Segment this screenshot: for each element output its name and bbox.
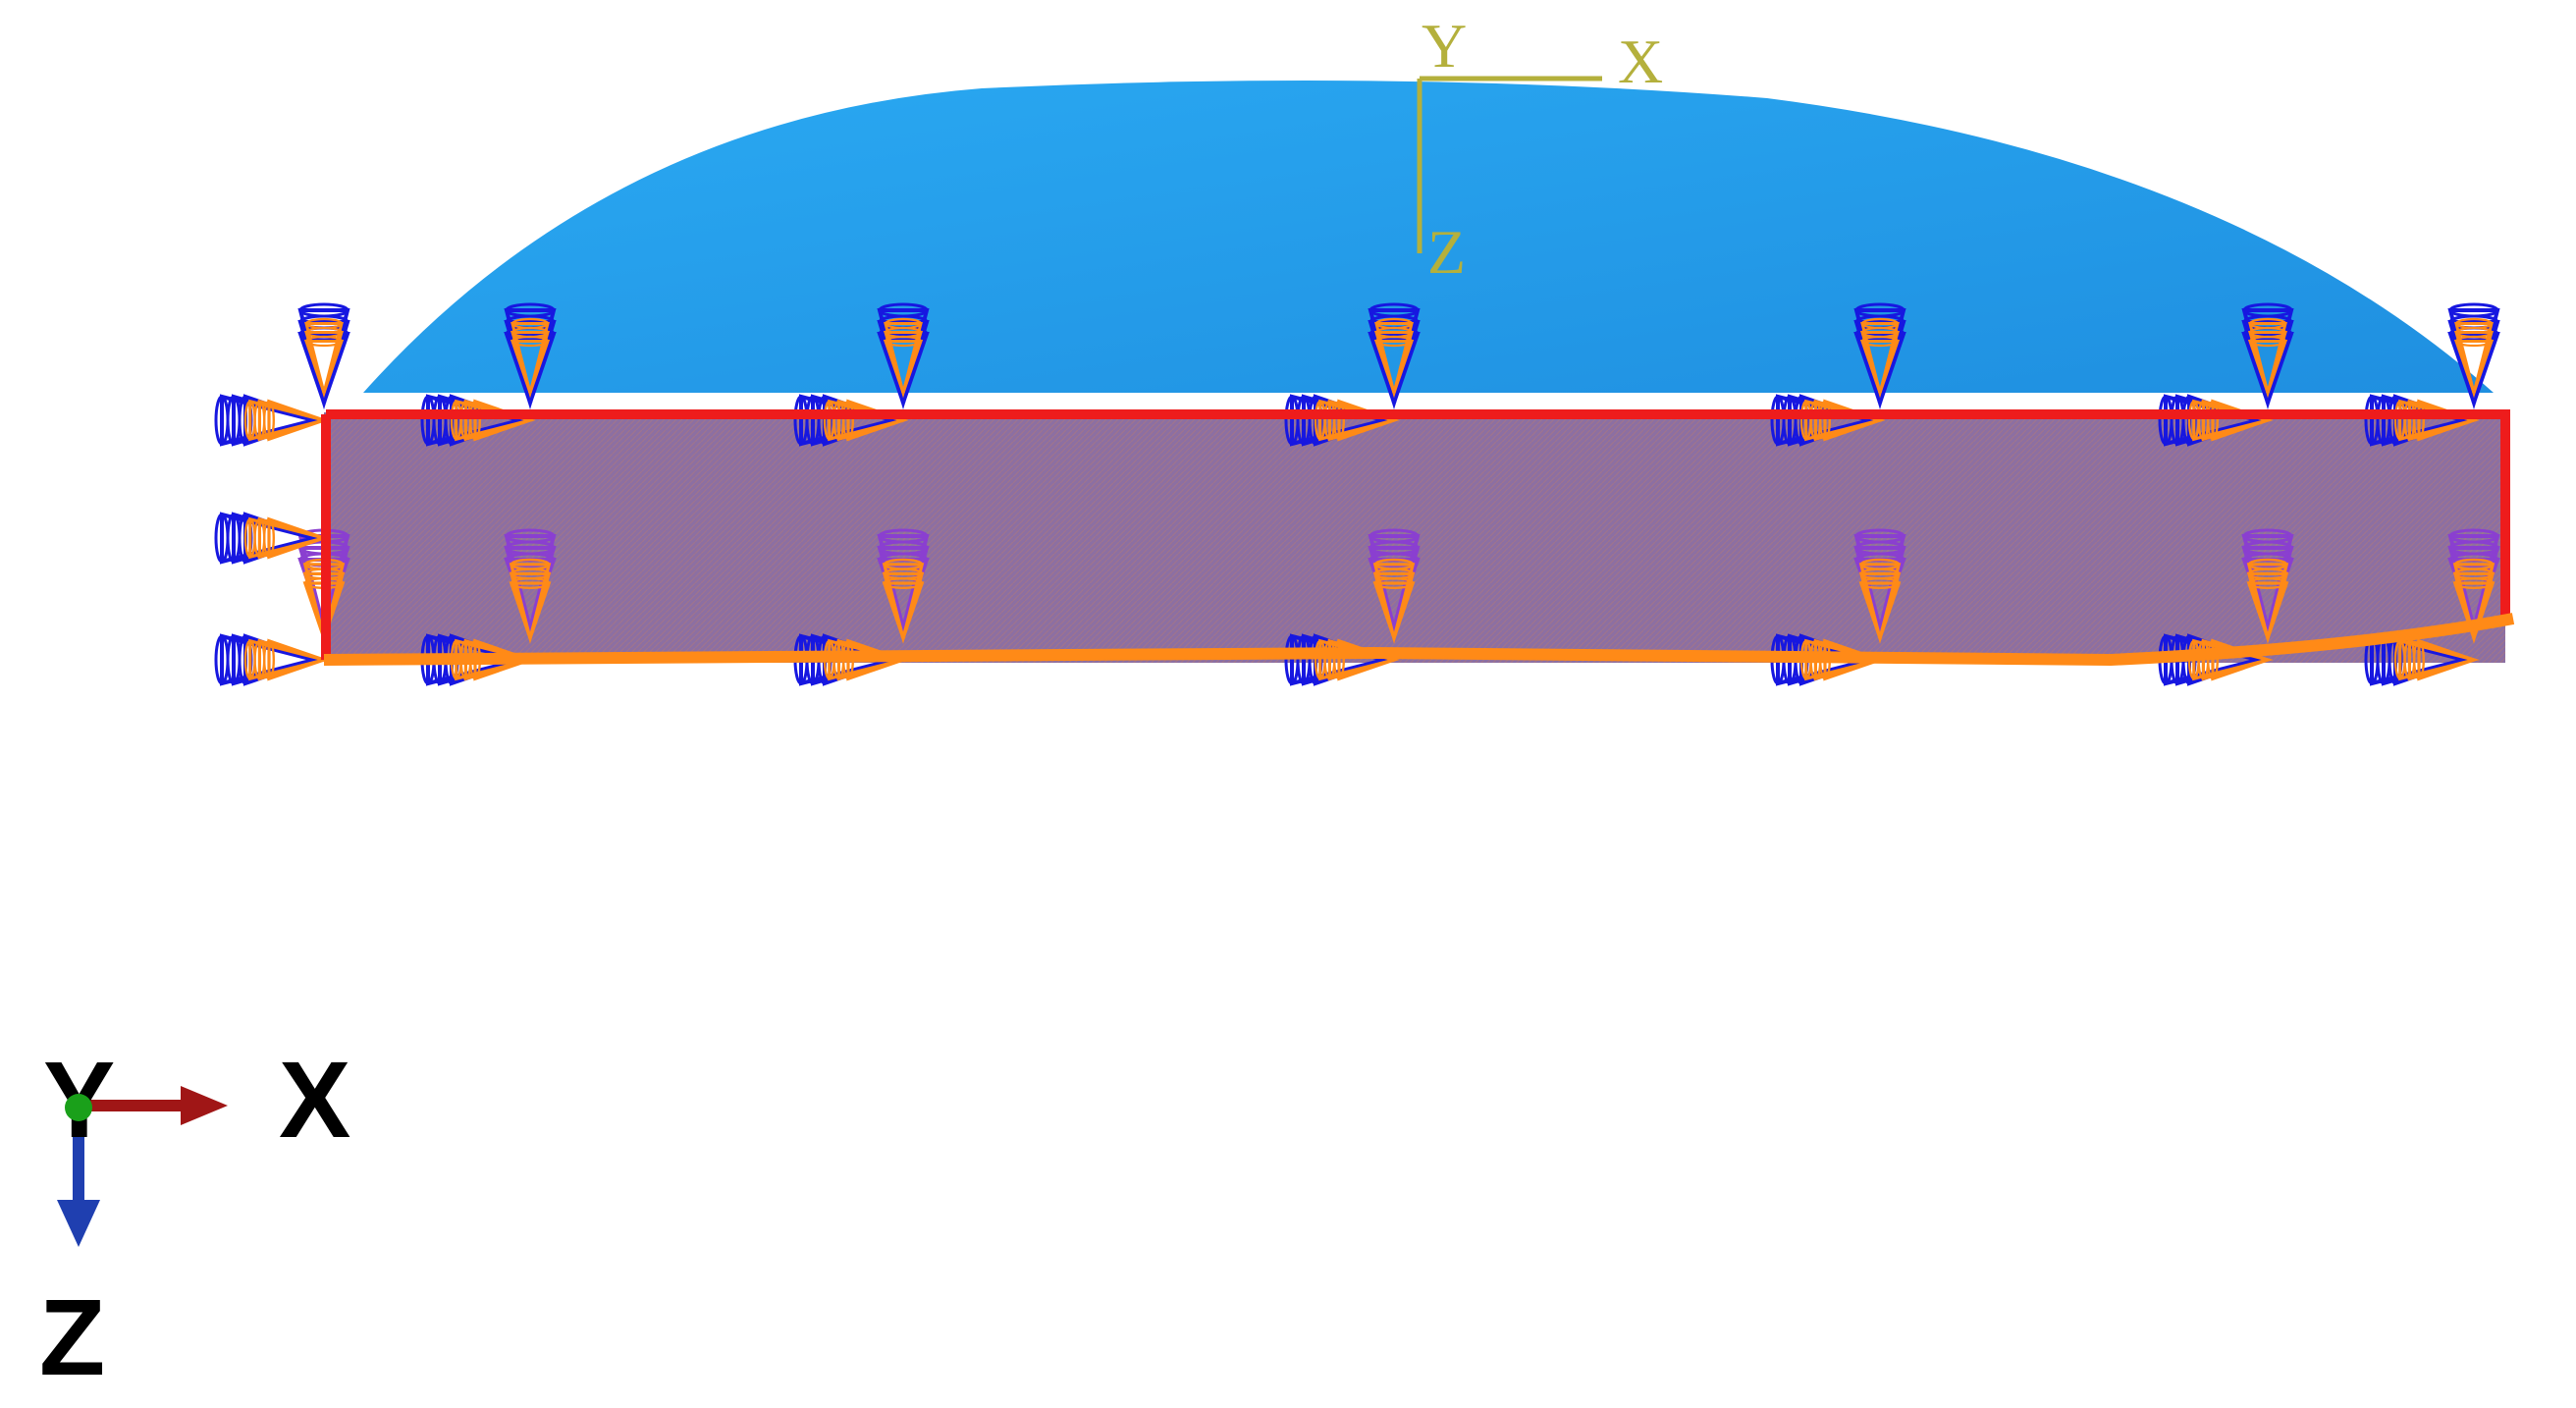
local-csys-y-label: Y	[1422, 11, 1467, 81]
triad-x-arrowhead	[181, 1086, 228, 1125]
load-cone-icon	[2246, 558, 2289, 644]
local-csys-z-label: Z	[1427, 217, 1466, 287]
triad-x-label: X	[279, 1040, 350, 1161]
load-cone-icon	[2452, 558, 2496, 644]
local-csys: Y X Z	[1417, 11, 1663, 287]
load-cone-icon	[1372, 558, 1416, 644]
load-cone-icon	[2453, 317, 2495, 399]
load-cone-icon	[1858, 558, 1902, 644]
triad-z-arrowhead	[57, 1200, 100, 1247]
load-cone-icon	[510, 317, 551, 399]
load-cone-icon	[1373, 317, 1415, 399]
load-cone-icon	[2247, 317, 2288, 399]
bottom-edge-line[interactable]	[323, 613, 2515, 667]
triad-y-axis-dot	[65, 1094, 92, 1121]
load-cone-icon	[1859, 317, 1901, 399]
load-cone-icon	[882, 558, 925, 644]
load-cone-icon	[883, 317, 924, 399]
load-cone-icon	[243, 399, 330, 442]
load-cone-icon	[243, 516, 330, 560]
top-edge-line[interactable]	[326, 409, 2510, 619]
load-cone-icon	[2393, 638, 2480, 681]
load-cone-icon	[303, 317, 345, 399]
view-triad: Y X Z	[39, 1040, 350, 1398]
load-cone-icon	[509, 558, 552, 644]
load-cone-icon	[243, 638, 330, 681]
triad-z-label: Z	[39, 1277, 105, 1398]
local-csys-x-label: X	[1618, 27, 1663, 96]
